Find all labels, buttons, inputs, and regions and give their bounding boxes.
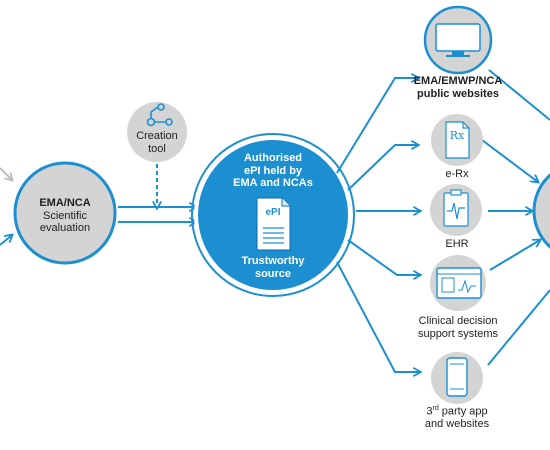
clipboard-chart-icon (443, 189, 469, 227)
creation-tool-label-line2: tool (148, 142, 166, 155)
cds-label: Clinical decision support systems (402, 315, 514, 340)
smartphone-icon (446, 357, 468, 397)
cds-label-line1: Clinical decision (418, 315, 498, 327)
central-bottom-label: Trustworthy source (225, 255, 321, 280)
evaluation-label: EMA/NCA Scientific evaluation (20, 197, 110, 235)
document-icon (256, 197, 291, 251)
dashboard-icon (436, 267, 482, 299)
arrow-central-to-cds (347, 239, 420, 275)
arrow-central-to-third-party (336, 261, 420, 372)
creation-tool-label-line1: Creation (136, 130, 178, 142)
target-circle-partial (532, 173, 550, 249)
document-label: ePI (265, 207, 281, 218)
third-party-label: 3rd party app and websites (407, 405, 507, 431)
prescription-icon-text: Rx (449, 129, 465, 142)
network-icon (146, 103, 173, 127)
arrow-third-party-to-target (487, 289, 550, 366)
central-line3: EMA and NCAs (233, 177, 313, 190)
arrow-websites-to-target (488, 69, 550, 121)
websites-label-line2: public websites (417, 87, 499, 100)
erx-label: e-Rx (445, 168, 469, 180)
evaluation-title: EMA/NCA (39, 197, 91, 209)
third-party-label-line2: and websites (424, 418, 490, 431)
third-party-suffix: rd (432, 405, 439, 412)
central-line2: ePI held by (243, 164, 303, 177)
cds-label-line2: support systems (417, 327, 499, 340)
ehr-label: EHR (445, 238, 469, 250)
prescription-icon (445, 121, 470, 159)
central-bottom-line2: source (254, 267, 292, 280)
websites-label: EMA/EMWP/NCA public websites (398, 75, 518, 100)
arrow-erx-to-target (481, 139, 538, 182)
monitor-icon (435, 23, 481, 57)
incoming-blue-arrow (0, 235, 12, 246)
websites-label-line1: EMA/EMWP/NCA (413, 75, 503, 87)
arrow-central-to-erx (347, 145, 418, 191)
third-party-rest: party app (438, 405, 488, 418)
arrow-cds-to-target (489, 240, 540, 271)
central-bottom-line1: Trustworthy (241, 255, 305, 267)
third-party-number: 3 (426, 405, 433, 418)
central-title: Authorised ePI held by EMA and NCAs (225, 152, 321, 190)
central-line1: Authorised (243, 152, 303, 164)
evaluation-line1: Scientific (42, 209, 88, 222)
creation-tool-circle (127, 102, 187, 162)
arrow-central-to-websites (336, 78, 418, 174)
evaluation-circle (13, 161, 117, 265)
third-party-label-line1: 3rd party app (407, 405, 507, 418)
creation-tool-label: Creation tool (127, 130, 187, 155)
evaluation-line2: evaluation (39, 222, 91, 235)
incoming-grey-arrow (0, 167, 12, 180)
